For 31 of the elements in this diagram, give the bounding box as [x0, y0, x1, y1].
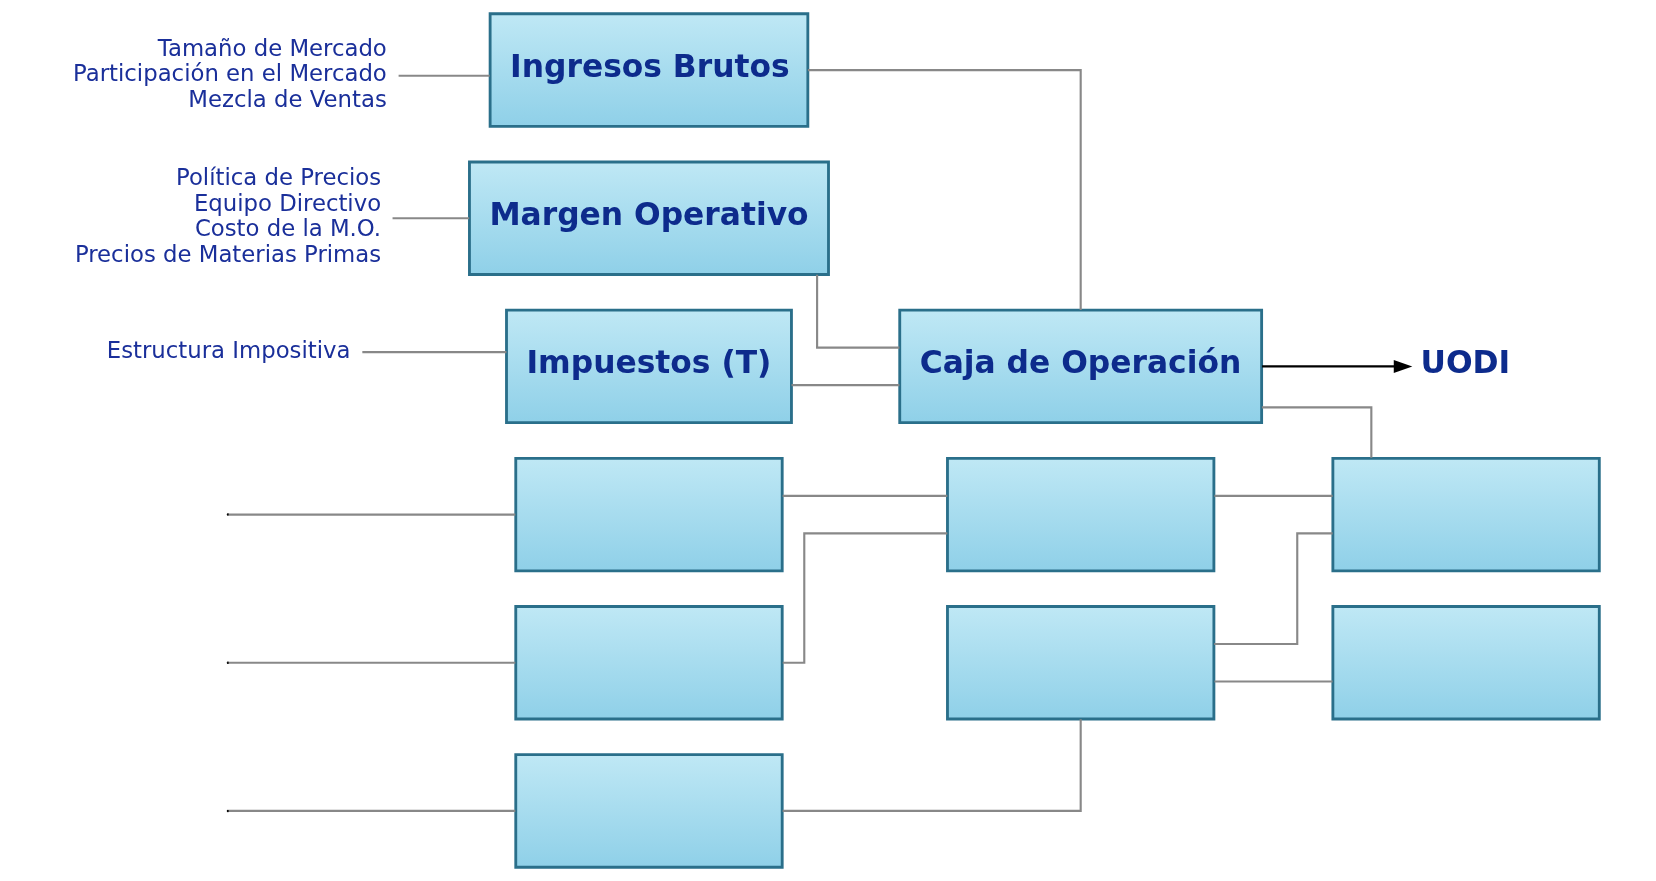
node-box: [945, 605, 1215, 721]
connector: [392, 217, 469, 220]
node-box: [945, 456, 1215, 573]
connector: [1261, 406, 1372, 458]
node-text: Tamaño de Mercado Participación en el Mercado Mezcla de Ventas: [72, 34, 387, 112]
connector: [1213, 494, 1333, 497]
node-box: [513, 753, 784, 869]
arrow: [1261, 359, 1412, 373]
connector: [228, 809, 515, 812]
connector: [815, 274, 899, 349]
connector: [228, 513, 515, 516]
node-box: Ingresos Brutos: [488, 12, 809, 128]
connector: [1213, 680, 1333, 683]
node-box: [1330, 456, 1601, 573]
node-box: [513, 456, 784, 573]
connector: [791, 384, 899, 387]
node-box: [1330, 605, 1601, 721]
connector: [398, 74, 490, 77]
connector: [782, 494, 947, 497]
node-box: [513, 605, 784, 721]
node-text: Política de Precios Equipo Directivo Costo de la M.O. Precios de Materias Primas: [74, 164, 381, 268]
node-box: Impuestos (T): [504, 308, 793, 425]
connector: [1213, 532, 1333, 646]
node-text: UODI: [1419, 343, 1510, 380]
node-box: Caja de Operación: [897, 308, 1263, 425]
connector: [807, 69, 1082, 310]
node-box: Margen Operativo: [467, 160, 830, 276]
connector: [361, 351, 506, 354]
node-text: Estructura Impositiva: [106, 336, 350, 363]
connector: [228, 661, 515, 664]
connector: [782, 719, 1082, 812]
